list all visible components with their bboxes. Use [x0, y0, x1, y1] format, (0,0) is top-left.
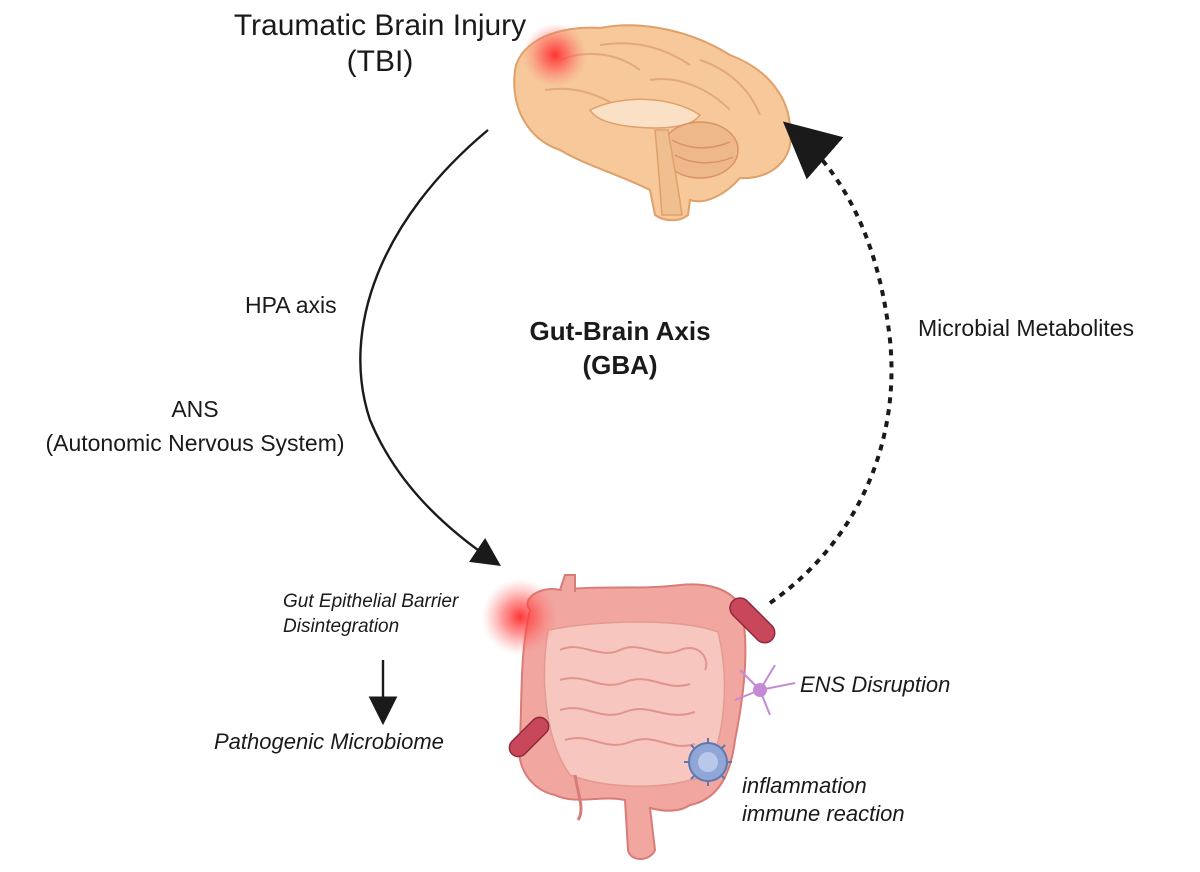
tbi-title: Traumatic Brain Injury (TBI): [180, 8, 580, 80]
ans-label: ANS: [171, 396, 219, 422]
immune-cell-icon: [684, 738, 732, 786]
barrier-label-line1: Gut Epithelial Barrier: [283, 591, 459, 612]
tbi-title-line2: (TBI): [346, 45, 414, 78]
brain-to-gut-arrow: [359, 129, 501, 567]
inflammation-label: inflammation: [742, 773, 867, 798]
gut-to-brain-arrow: [768, 121, 894, 605]
brain-icon: [513, 23, 792, 222]
gba-label-line2: (GBA): [582, 350, 658, 380]
barrier-label-line2: Disintegration: [283, 616, 400, 637]
bacteria-icon: [508, 716, 550, 758]
pathogenic-microbiome-label: Pathogenic Microbiome: [214, 729, 444, 754]
microbial-metabolites-label: Microbial Metabolites: [918, 315, 1135, 341]
tbi-title-line1: Traumatic Brain Injury: [233, 9, 527, 42]
ans-full-label: (Autonomic Nervous System): [45, 430, 345, 456]
immune-reaction-label: immune reaction: [742, 801, 905, 826]
gba-label: Gut-Brain Axis (GBA): [520, 314, 720, 382]
injury-glow-icon: [482, 579, 558, 655]
neuron-icon: [734, 664, 796, 716]
gba-label-line1: Gut-Brain Axis: [529, 316, 711, 346]
injury-glow-icon: [523, 23, 587, 87]
bacteria-icon: [729, 597, 776, 644]
hpa-axis-label: HPA axis: [245, 292, 337, 318]
ens-disruption-label: ENS Disruption: [800, 672, 951, 697]
